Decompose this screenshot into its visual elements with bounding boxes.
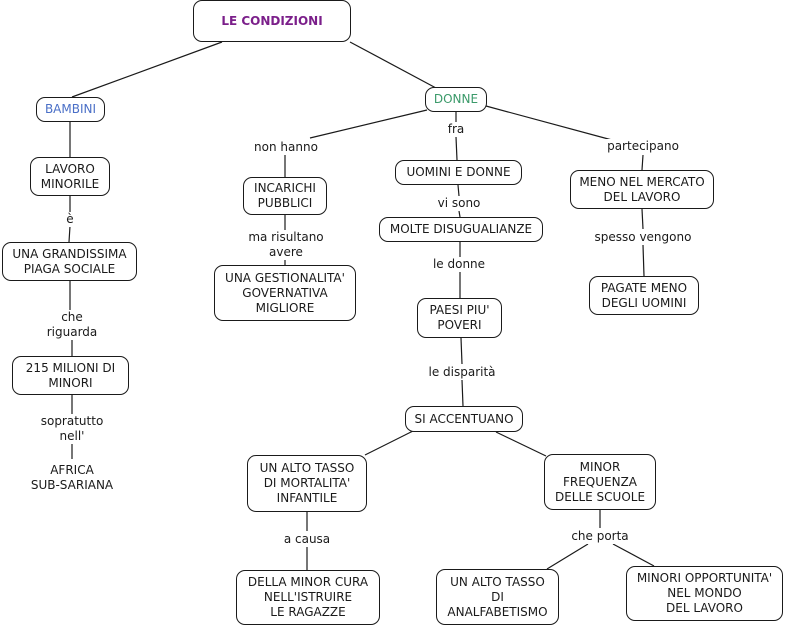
node-pagate-meno[interactable]: PAGATE MENO DEGLI UOMINI — [589, 276, 699, 315]
node-si-accentuano[interactable]: SI ACCENTUANO — [405, 406, 523, 432]
line-paesi-disparita — [460, 337, 463, 365]
line-mercato-spesso — [641, 208, 644, 230]
line-accentuano-frequenza — [495, 431, 547, 457]
link-label-a-causa: a causa — [279, 532, 335, 547]
line-cheporta-analfabetismo — [546, 543, 589, 570]
link-label-spesso-vengono: spesso vengono — [590, 229, 696, 245]
line-donne-partecipano — [485, 105, 613, 141]
link-label-vi-sono: vi sono — [432, 196, 486, 211]
line-accentuano-mortalita — [364, 430, 414, 456]
node-meno-mercato-lavoro[interactable]: MENO NEL MERCATO DEL LAVORO — [570, 170, 714, 209]
node-lavoro-minorile[interactable]: LAVORO MINORILE — [30, 157, 110, 196]
node-le-condizioni[interactable]: LE CONDIZIONI — [193, 0, 351, 42]
node-minori-opportunita[interactable]: MINORI OPPORTUNITA' NEL MONDO DEL LAVORO — [626, 566, 783, 621]
link-label-sopratutto-nell: sopratutto nell' — [34, 414, 110, 444]
node-paesi-piu-poveri[interactable]: PAESI PIU' POVERI — [417, 298, 502, 338]
line-disparita-accentuano — [461, 379, 464, 407]
line-visono-molte — [458, 210, 461, 218]
line-fra-uomini — [455, 136, 458, 161]
line-root-bambini — [71, 41, 223, 98]
link-label-le-disparita: le disparità — [424, 365, 500, 380]
line-partecipano-mercato — [641, 154, 644, 171]
link-label-che-riguarda: che riguarda — [42, 310, 102, 340]
node-molte-disugualianze[interactable]: MOLTE DISUGUALIANZE — [379, 217, 543, 242]
node-215-milioni-minori[interactable]: 215 MILIONI DI MINORI — [12, 356, 129, 395]
node-bambini[interactable]: BAMBINI — [36, 97, 105, 122]
node-mortalita-infantile[interactable]: UN ALTO TASSO DI MORTALITA' INFANTILE — [247, 455, 367, 512]
line-uomini-visono — [457, 184, 460, 197]
line-cheporta-opportunita — [612, 543, 655, 567]
node-minor-frequenza-scuole[interactable]: MINOR FREQUENZA DELLE SCUOLE — [544, 454, 656, 510]
line-spesso-pagate — [642, 244, 645, 277]
node-piaga-sociale[interactable]: UNA GRANDISSIMA PIAGA SOCIALE — [2, 242, 137, 281]
link-label-fra: fra — [444, 122, 468, 137]
node-africa-sub-sariana[interactable]: AFRICA SUB-SARIANA — [30, 463, 114, 492]
node-uomini-e-donne[interactable]: UOMINI E DONNE — [395, 160, 522, 185]
link-label-partecipano: partecipano — [603, 139, 683, 154]
link-label-le-donne: le donne — [428, 257, 490, 272]
link-label-e: è — [62, 212, 78, 227]
line-donne-nonhanno — [309, 109, 428, 139]
node-gestionalita-governativa[interactable]: UNA GESTIONALITA' GOVERNATIVA MIGLIORE — [214, 265, 356, 321]
node-incarichi-pubblici[interactable]: INCARICHI PUBBLICI — [243, 177, 327, 215]
link-label-non-hanno: non hanno — [250, 140, 322, 155]
line-e-piaga — [68, 225, 71, 243]
node-donne[interactable]: DONNE — [425, 87, 487, 112]
node-analfabetismo[interactable]: UN ALTO TASSO DI ANALFABETISMO — [436, 569, 559, 625]
link-label-che-porta: che porta — [567, 528, 633, 544]
line-root-donne — [349, 41, 437, 89]
node-minor-cura-ragazze[interactable]: DELLA MINOR CURA NELL'ISTRUIRE LE RAGAZZ… — [236, 570, 380, 625]
link-label-ma-risultano-avere: ma risultano avere — [243, 230, 329, 260]
